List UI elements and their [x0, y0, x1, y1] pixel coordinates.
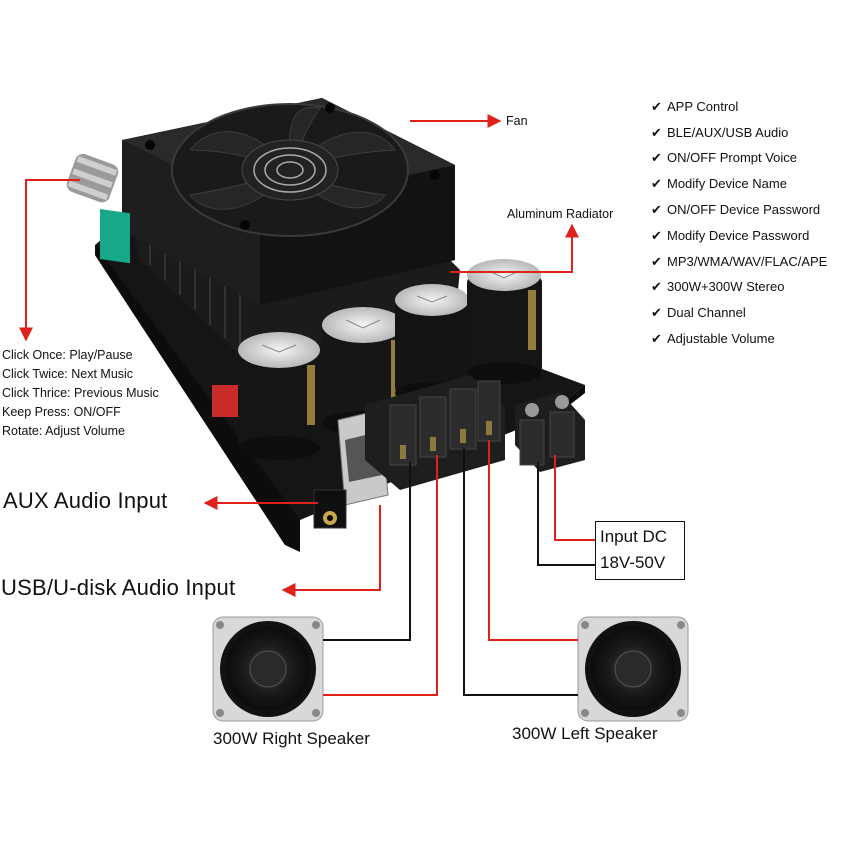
check-icon: ✔ [651, 331, 662, 347]
feature-item: ✔ Dual Channel [651, 300, 827, 326]
usb-input-label: USB/U-disk Audio Input [1, 575, 236, 600]
knob-function-item: Click Thrice: Previous Music [2, 386, 159, 400]
right-speaker-image [212, 616, 324, 722]
knob-function-item: Click Once: Play/Pause [2, 348, 133, 362]
feature-item: ✔ ON/OFF Prompt Voice [651, 146, 827, 172]
radiator-label: Aluminum Radiator [507, 207, 614, 221]
check-icon: ✔ [651, 176, 662, 192]
dc-terminal [515, 392, 585, 472]
feature-item: ✔ Modify Device Name [651, 171, 827, 197]
feature-list: ✔ APP Control ✔ BLE/AUX/USB Audio ✔ ON/OFF … [651, 94, 827, 352]
feature-item: ✔ APP Control [651, 94, 827, 120]
feature-text: ON/OFF Prompt Voice [667, 150, 798, 166]
usb-arrow [281, 505, 381, 597]
knob-function-item: Keep Press: ON/OFF [2, 405, 121, 419]
knob-function-item: Click Twice: Next Music [2, 367, 134, 381]
speaker-wires [323, 440, 595, 696]
radiator-arrow [450, 223, 579, 273]
knob-functions: Click Once: Play/Pause Click Twice: Next… [2, 346, 159, 441]
right-speaker-label: 300W Right Speaker [213, 729, 370, 748]
check-icon: ✔ [651, 124, 662, 140]
feature-item: ✔ MP3/WMA/WAV/FLAC/APE [651, 249, 827, 275]
knob-arrow [19, 179, 80, 342]
feature-text: Adjustable Volume [667, 331, 775, 347]
check-icon: ✔ [651, 150, 662, 166]
feature-text: Modify Device Name [667, 176, 787, 192]
red-component [212, 385, 242, 417]
aux-jack [313, 489, 347, 529]
feature-item: ✔ ON/OFF Device Password [651, 197, 827, 223]
left-speaker-label: 300W Left Speaker [512, 724, 658, 743]
speaker-terminals [365, 375, 505, 490]
feature-text: ON/OFF Device Password [667, 202, 821, 218]
feature-item: ✔ 300W+300W Stereo [651, 275, 827, 301]
feature-item: ✔ Modify Device Password [651, 223, 827, 249]
check-icon: ✔ [651, 305, 662, 321]
left-speaker-image [577, 616, 689, 722]
dc-input-line2: 18V-50V [600, 553, 666, 572]
aux-input-label: AUX Audio Input [3, 488, 168, 513]
feature-item: ✔ BLE/AUX/USB Audio [651, 120, 827, 146]
knob-function-item: Rotate: Adjust Volume [2, 424, 125, 438]
feature-text: 300W+300W Stereo [667, 279, 785, 295]
cooling-fan [122, 98, 455, 305]
feature-text: Dual Channel [667, 305, 746, 321]
rotary-knob [66, 153, 130, 264]
feature-item: ✔ Adjustable Volume [651, 326, 827, 352]
feature-text: Modify Device Password [667, 227, 810, 243]
feature-text: APP Control [667, 98, 739, 114]
check-icon: ✔ [651, 227, 662, 243]
dc-input-box: Input DC 18V-50V [595, 521, 685, 580]
feature-text: BLE/AUX/USB Audio [667, 124, 789, 140]
fan-label: Fan [506, 114, 528, 128]
dc-input-line1: Input DC [600, 527, 668, 546]
callout-arrows [19, 114, 579, 597]
check-icon: ✔ [651, 98, 662, 114]
check-icon: ✔ [651, 202, 662, 218]
check-icon: ✔ [651, 279, 662, 295]
check-icon: ✔ [651, 253, 662, 269]
feature-text: MP3/WMA/WAV/FLAC/APE [667, 253, 828, 269]
